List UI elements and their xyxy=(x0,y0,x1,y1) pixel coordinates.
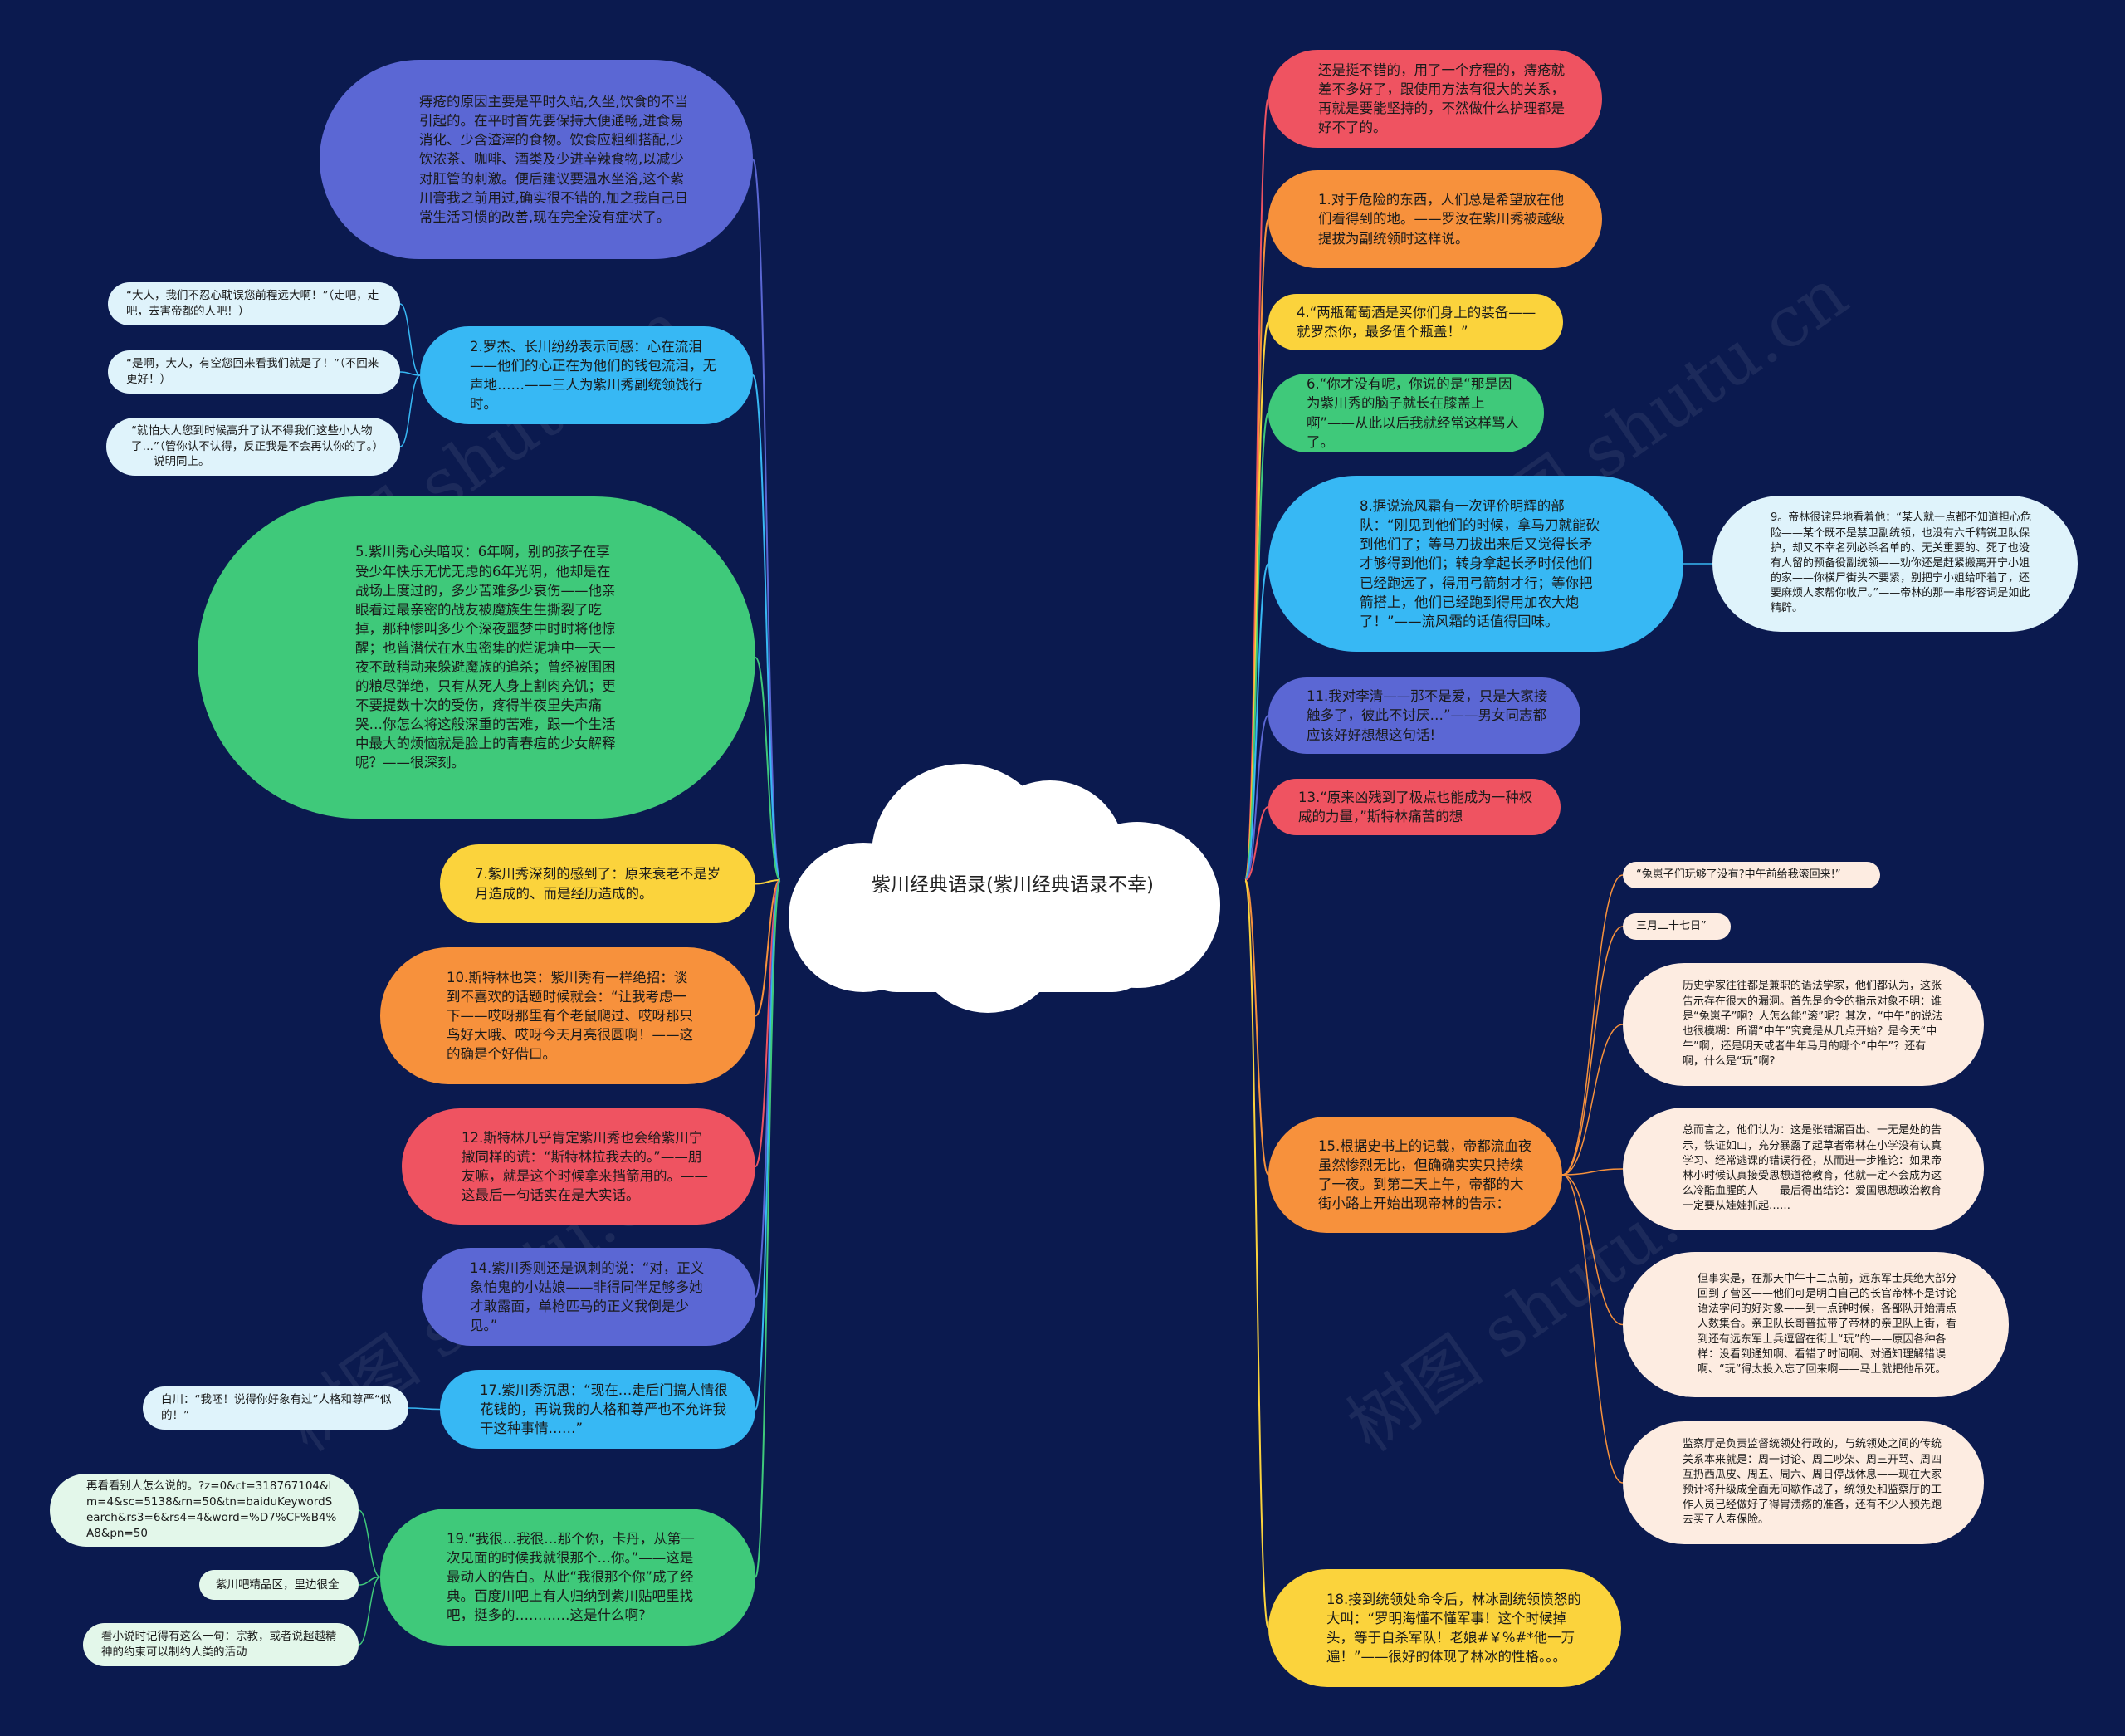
connector-LL5 xyxy=(358,1509,381,1578)
branch-text-L1: 痔疮的原因主要是平时久站,久坐,饮食的不当引起的。在平时首先要保持大便通畅,进食… xyxy=(419,94,688,225)
connector-L9 xyxy=(755,879,781,1578)
branch-text-R7: 13.“原来凶残到了极点也能成为一种权威的力量，”斯特林痛苦的想 xyxy=(1298,789,1533,824)
leaf-text-LL3: “就怕大人您到时候高升了认不得我们这些小人物了…”（管你认不认得，反正我是不会再… xyxy=(131,423,383,469)
branch-node-L9[interactable]: 19.“我很…我很…那个你，卡丹，从第一次见面的时候我就很那个…你。”——这是最… xyxy=(380,1509,755,1646)
connector-L3 xyxy=(755,657,781,881)
branch-text-R9: 18.接到统领处命令后，林冰副统领愤怒的大叫：“罗明海懂不懂军事！这个时候掉头，… xyxy=(1326,1591,1581,1665)
branch-node-R4[interactable]: 6.“你才没有呢，你说的是“那是因为紫川秀的脑子就长在膝盖上啊”——从此以后我就… xyxy=(1268,374,1544,452)
branch-node-L1[interactable]: 痔疮的原因主要是平时久站,久坐,饮食的不当引起的。在平时首先要保持大便通畅,进食… xyxy=(320,60,753,259)
leaf-node-LL4[interactable]: 白川：“我呸！说得你好象有过”人格和尊严“似的！” xyxy=(143,1386,408,1430)
leaf-text-LL2: “是啊，大人，有空您回来看我们就是了！”（不回来更好！） xyxy=(126,357,379,386)
leaf-node-RL4[interactable]: 历史学家往往都是兼职的语法学家，他们都认为，这张告示存在很大的漏洞。首先是命令的… xyxy=(1623,963,1984,1086)
connector-L2 xyxy=(752,374,781,881)
leaf-text-RL6: 但事实是，在那天中午十二点前，远东军士兵绝大部分回到了营区——他们可是明白自己的… xyxy=(1698,1272,1957,1376)
connector-RL2 xyxy=(1561,874,1624,1176)
connector-LL4 xyxy=(408,1407,441,1411)
leaf-node-LL2[interactable]: “是啊，大人，有空您回来看我们就是了！”（不回来更好！） xyxy=(108,350,400,394)
branch-text-R5: 8.据说流风霜有一次评价明辉的部队：“刚见到他们的时候，拿马刀就能砍到他们了；等… xyxy=(1360,498,1600,629)
connector-LL3 xyxy=(399,374,421,447)
branch-node-L6[interactable]: 12.斯特林几乎肯定紫川秀也会给紫川宁撒同样的谎：“斯特林拉我去的。”——朋友嘛… xyxy=(402,1108,755,1225)
branch-text-R8: 15.根据史书上的记载，帝都流血夜虽然惨烈无比，但确确实实只持续了一夜。到第二天… xyxy=(1318,1137,1532,1212)
branch-node-L8[interactable]: 17.紫川秀沉思：“现在…走后门搞人情很花钱的，再说我的人格和尊严也不允许我干这… xyxy=(440,1370,755,1449)
branch-node-R7[interactable]: 13.“原来凶残到了极点也能成为一种权威的力量，”斯特林痛苦的想 xyxy=(1268,779,1561,835)
leaf-node-LL6[interactable]: 紫川吧精品区，里边很全 xyxy=(199,1570,359,1600)
branch-node-L3[interactable]: 5.紫川秀心头暗叹：6年啊，别的孩子在享受少年快乐无忧无虑的6年光阴，他却是在战… xyxy=(198,496,755,819)
branch-node-L7[interactable]: 14.紫川秀则还是讽刺的说：“对，正义象怕鬼的小姑娘——非得同伴足够多她才敢露面… xyxy=(422,1248,755,1346)
leaf-text-LL1: “大人，我们不忍心耽误您前程远大啊！”（走吧，走吧，去害帝都的人吧！） xyxy=(126,289,379,318)
branch-node-R1[interactable]: 还是挺不错的，用了一个疗程的，痔疮就差不多好了，跟使用方法有很大的关系，再就是要… xyxy=(1268,50,1602,148)
leaf-node-LL3[interactable]: “就怕大人您到时候高升了认不得我们这些小人物了…”（管你认不认得，反正我是不会再… xyxy=(106,418,400,476)
leaf-text-RL2: “兔崽子们玩够了没有?中午前给我滚回来!” xyxy=(1636,868,1841,881)
connector-L4 xyxy=(755,879,781,885)
branch-text-L4: 7.紫川秀深刻的感到了：原来衰老不是岁月造成的、而是经历造成的。 xyxy=(475,866,721,902)
branch-node-R5[interactable]: 8.据说流风霜有一次评价明辉的部队：“刚见到他们的时候，拿马刀就能砍到他们了；等… xyxy=(1268,476,1683,652)
leaf-text-LL4: 白川：“我呸！说得你好象有过”人格和尊严“似的！” xyxy=(161,1393,392,1422)
leaf-text-LL6: 紫川吧精品区，里边很全 xyxy=(216,1577,340,1592)
branch-node-R8[interactable]: 15.根据史书上的记载，帝都流血夜虽然惨烈无比，但确确实实只持续了一夜。到第二天… xyxy=(1268,1117,1562,1233)
leaf-text-RL4: 历史学家往往都是兼职的语法学家，他们都认为，这张告示存在很大的漏洞。首先是命令的… xyxy=(1683,980,1943,1068)
leaf-node-RL7[interactable]: 监察厅是负责监督统领处行政的，与统领处之间的传统关系本来就是：周一讨论、周二吵架… xyxy=(1623,1421,1984,1544)
leaf-node-RL6[interactable]: 但事实是，在那天中午十二点前，远东军士兵绝大部分回到了营区——他们可是明白自己的… xyxy=(1623,1252,2009,1397)
connector-LL1 xyxy=(399,303,421,376)
branch-node-L2[interactable]: 2.罗杰、长川纷纷表示同感：心在流泪——他们的心正在为他们的钱包流泪，无声地……… xyxy=(420,326,753,424)
leaf-text-RL1: 9。帝林很诧异地看着他：“某人就一点都不知道担心危险——某个既不是禁卫副统领，也… xyxy=(1771,511,2032,615)
connector-R9 xyxy=(1244,879,1269,1629)
connector-RL4 xyxy=(1561,1024,1624,1176)
connector-LL2 xyxy=(399,371,421,376)
leaf-node-RL2[interactable]: “兔崽子们玩够了没有?中午前给我滚回来!” xyxy=(1623,862,1880,888)
connector-RL7 xyxy=(1561,1174,1624,1484)
branch-text-L8: 17.紫川秀沉思：“现在…走后门搞人情很花钱的，再说我的人格和尊严也不允许我干这… xyxy=(480,1381,728,1437)
branch-text-L3: 5.紫川秀心头暗叹：6年啊，别的孩子在享受少年快乐无忧无虑的6年光阴，他却是在战… xyxy=(355,544,616,771)
branch-node-R6[interactable]: 11.我对李清——那不是爱，只是大家接触多了，彼此不讨厌…”——男女同志都应该好… xyxy=(1268,677,1580,754)
central-topic-title: 紫川经典语录(紫川经典语录不幸) xyxy=(872,874,1154,896)
connector-LL7 xyxy=(358,1576,381,1646)
connector-RL3 xyxy=(1561,926,1624,1176)
branch-node-L4[interactable]: 7.紫川秀深刻的感到了：原来衰老不是岁月造成的、而是经历造成的。 xyxy=(440,844,755,923)
connector-LL6 xyxy=(358,1576,381,1586)
leaf-text-LL5: 再看看别人怎么说的。?z=0&ct=318767104&lm=4&sc=5138… xyxy=(86,1479,337,1540)
branch-text-L9: 19.“我很…我很…那个你，卡丹，从第一次见面的时候我就很那个…你。”——这是最… xyxy=(447,1530,695,1624)
central-topic[interactable]: 紫川经典语录(紫川经典语录不幸) xyxy=(772,747,1253,1013)
branch-text-L7: 14.紫川秀则还是讽刺的说：“对，正义象怕鬼的小姑娘——非得同伴足够多她才敢露面… xyxy=(470,1259,705,1334)
connector-R6 xyxy=(1244,715,1269,881)
branch-node-R2[interactable]: 1.对于危险的东西，人们总是希望放在他们看得到的地。——罗汝在紫川秀被越级提拔为… xyxy=(1268,170,1602,268)
connector-R8 xyxy=(1244,879,1269,1176)
leaf-text-RL3: 三月二十七日” xyxy=(1636,919,1707,932)
branch-text-L2: 2.罗杰、长川纷纷表示同感：心在流泪——他们的心正在为他们的钱包流泪，无声地……… xyxy=(470,338,716,413)
leaf-node-RL3[interactable]: 三月二十七日” xyxy=(1623,913,1731,940)
leaf-node-LL1[interactable]: “大人，我们不忍心耽误您前程远大啊！”（走吧，走吧，去害帝都的人吧！） xyxy=(108,282,400,325)
leaf-node-LL5[interactable]: 再看看别人怎么说的。?z=0&ct=318767104&lm=4&sc=5138… xyxy=(50,1474,359,1547)
connector-RL5 xyxy=(1561,1168,1624,1176)
connector-L5 xyxy=(755,879,781,1017)
connector-RL6 xyxy=(1561,1174,1624,1326)
branch-text-R6: 11.我对李清——那不是爱，只是大家接触多了，彼此不讨厌…”——男女同志都应该好… xyxy=(1307,688,1548,743)
branch-text-R1: 还是挺不错的，用了一个疗程的，痔疮就差不多好了，跟使用方法有很大的关系，再就是要… xyxy=(1318,61,1565,136)
leaf-node-RL5[interactable]: 总而言之，他们认为：这是张错漏百出、一无是处的告示，铁证如山，充分暴露了起草者帝… xyxy=(1623,1108,1984,1230)
leaf-text-LL7: 看小说时记得有这么一句：宗教，或者说超越精神的约束可以制约人类的活动 xyxy=(101,1630,337,1659)
leaf-node-RL1[interactable]: 9。帝林很诧异地看着他：“某人就一点都不知道担心危险——某个既不是禁卫副统领，也… xyxy=(1712,496,2078,632)
leaf-node-LL7[interactable]: 看小说时记得有这么一句：宗教，或者说超越精神的约束可以制约人类的活动 xyxy=(83,1623,359,1666)
branch-node-L5[interactable]: 10.斯特林也笑：紫川秀有一样绝招：谈到不喜欢的话题时候就会：“让我考虑一下——… xyxy=(380,947,755,1084)
leaf-text-RL7: 监察厅是负责监督统领处行政的，与统领处之间的传统关系本来就是：周一讨论、周二吵架… xyxy=(1683,1438,1942,1527)
connector-L6 xyxy=(755,879,781,1167)
branch-text-L6: 12.斯特林几乎肯定紫川秀也会给紫川宁撒同样的谎：“斯特林拉我去的。”——朋友嘛… xyxy=(462,1129,708,1204)
connector-L1 xyxy=(752,159,781,881)
branch-node-R3[interactable]: 4.“两瓶葡萄酒是买你们身上的装备——就罗杰你，最多值个瓶盖！” xyxy=(1268,294,1563,350)
branch-text-R3: 4.“两瓶葡萄酒是买你们身上的装备——就罗杰你，最多值个瓶盖！” xyxy=(1297,304,1536,340)
connector-R4 xyxy=(1244,412,1269,881)
connector-R5 xyxy=(1244,563,1269,881)
connector-R7 xyxy=(1244,806,1269,881)
branch-text-L5: 10.斯特林也笑：紫川秀有一样绝招：谈到不喜欢的话题时候就会：“让我考虑一下——… xyxy=(447,969,693,1063)
branch-text-R4: 6.“你才没有呢，你说的是“那是因为紫川秀的脑子就长在膝盖上啊”——从此以后我就… xyxy=(1307,376,1520,450)
branch-node-R9[interactable]: 18.接到统领处命令后，林冰副统领愤怒的大叫：“罗明海懂不懂军事！这个时候掉头，… xyxy=(1268,1569,1621,1687)
branch-text-R2: 1.对于危险的东西，人们总是希望放在他们看得到的地。——罗汝在紫川秀被越级提拔为… xyxy=(1318,192,1565,247)
cloud-shape xyxy=(789,764,1220,1013)
leaf-text-RL5: 总而言之，他们认为：这是张错漏百出、一无是处的告示，铁证如山，充分暴露了起草者帝… xyxy=(1683,1124,1942,1213)
